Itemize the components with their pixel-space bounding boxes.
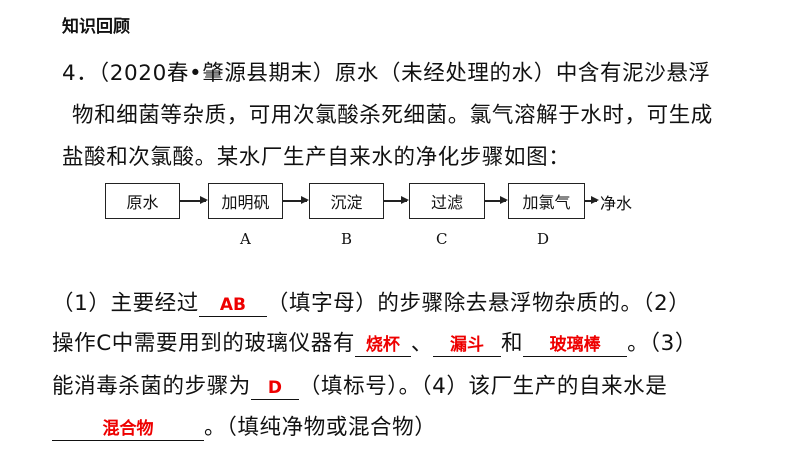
- part-text: 。（3）: [627, 331, 697, 356]
- answer-4: 玻璃棒: [549, 335, 601, 355]
- part-text: 操作C中需要用到的玻璃仪器有: [52, 331, 355, 356]
- arrow-icon: [585, 197, 599, 203]
- part-4-line: 混合物 。（填纯净物或混合物）: [52, 410, 436, 441]
- part-3-line: 能消毒杀菌的步骤为 D （填标号）。（4）该厂生产的自来水是: [52, 369, 667, 400]
- flow-start-box: 原水: [105, 183, 180, 219]
- flow-end: 净水: [600, 194, 633, 213]
- step-label-b: B: [341, 230, 353, 248]
- answer-6: 混合物: [102, 419, 154, 439]
- part-text: 。（填纯净物或混合物）: [204, 415, 437, 440]
- arrow-icon: [180, 197, 208, 203]
- part-text: 能消毒杀菌的步骤为: [52, 374, 251, 399]
- section-heading: 知识回顾: [62, 17, 130, 37]
- answer-blank-4[interactable]: 玻璃棒: [523, 330, 628, 357]
- answer-blank-6[interactable]: 混合物: [52, 414, 204, 441]
- answer-blank-3[interactable]: 漏斗: [433, 330, 502, 357]
- part-2-line: 操作C中需要用到的玻璃仪器有烧杯、漏斗和 玻璃棒 。（3）: [52, 326, 697, 357]
- arrow-icon: [283, 197, 309, 203]
- flow-step-b: 沉淀: [309, 183, 384, 219]
- answer-blank-2[interactable]: 烧杯: [354, 330, 411, 357]
- part-text: 和: [501, 331, 524, 356]
- answer-2: 烧杯: [365, 335, 400, 355]
- step-label-c: C: [436, 230, 448, 248]
- answer-blank-5[interactable]: D: [250, 374, 299, 400]
- arrow-icon: [384, 197, 409, 203]
- question-line-3: 盐酸和次氯酸。某水厂生产自来水的净化步骤如图：: [62, 145, 571, 170]
- answer-3: 漏斗: [450, 335, 485, 355]
- flow-step-a: 加明矾: [208, 183, 283, 219]
- question-line-1: 4．（2020春•肇源县期末）原水（未经处理的水）中含有泥沙悬浮: [62, 61, 711, 86]
- part-1-line: （1）主要经过 AB （填字母）的步骤除去悬浮物杂质的。（2）: [52, 286, 690, 317]
- step-label-a: A: [240, 230, 251, 248]
- step-label-d: D: [537, 230, 550, 248]
- part-text: （填字母）的步骤除去悬浮物杂质的。（2）: [266, 291, 691, 316]
- part-text: （1）主要经过: [52, 291, 199, 316]
- question-line-2: 物和细菌等杂质，可用次氯酸杀死细菌。氯气溶解于水时，可生成: [72, 103, 713, 128]
- part-text: （填标号）。（4）该厂生产的自来水是: [298, 374, 668, 399]
- flow-step-d: 加氯气: [508, 183, 585, 219]
- flow-step-c: 过滤: [409, 183, 485, 219]
- answer-1: AB: [219, 295, 246, 315]
- answer-5: D: [267, 378, 282, 398]
- part-text: 、: [410, 331, 434, 356]
- arrow-icon: [485, 197, 508, 203]
- answer-blank-1[interactable]: AB: [198, 291, 267, 317]
